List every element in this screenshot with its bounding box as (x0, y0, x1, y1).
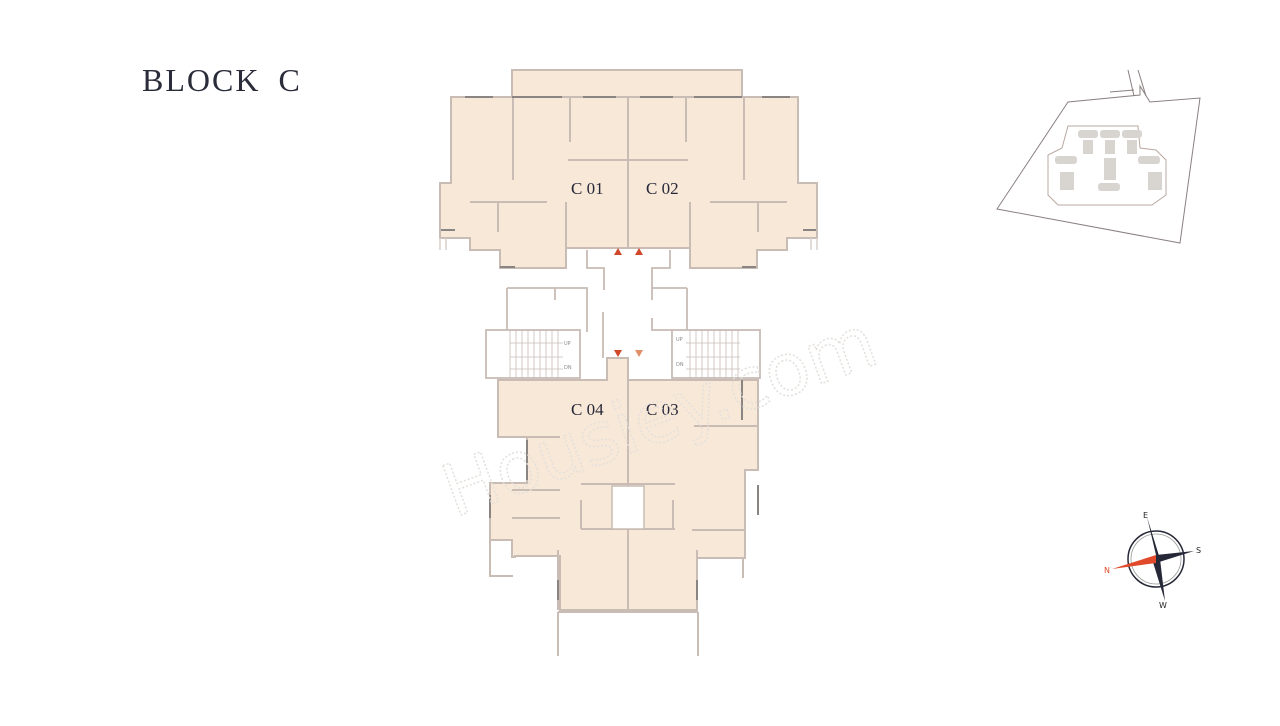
block-title: BLOCK C (142, 62, 302, 99)
core (485, 250, 761, 379)
top-windows (441, 96, 816, 268)
unit-label-c04: C 04 (571, 400, 604, 419)
stair-treads (509, 330, 740, 378)
entry-marker-c03 (635, 350, 643, 357)
compass-north-label: N (1104, 566, 1110, 575)
compass-north-arrow (1112, 555, 1156, 569)
stair-left (485, 329, 581, 379)
top-wing-rails (439, 238, 818, 250)
key-plan-blocks (1055, 130, 1162, 191)
entry-marker-c02 (635, 248, 643, 255)
top-balcony (511, 69, 743, 98)
lift-shaft (611, 485, 645, 530)
bottom-wing (489, 357, 759, 611)
top-wing (439, 69, 818, 269)
compass-east-label: E (1143, 511, 1148, 520)
stair-left-down-label: DN (564, 365, 572, 371)
compass-west-label: W (1159, 601, 1167, 610)
block-title-letter: C (278, 62, 302, 98)
compass-west-arrow (1152, 559, 1165, 601)
bottom-windows (489, 380, 759, 600)
compass-south-label: S (1196, 546, 1201, 555)
unit-label-c01: C 01 (571, 179, 604, 198)
stair-right (671, 329, 761, 379)
key-plan (996, 69, 1201, 244)
stair-right-down-label: DN (676, 362, 684, 368)
unit-c03-area[interactable] (627, 358, 759, 611)
entry-marker-c01 (614, 248, 622, 255)
stair-left-up-label: UP (564, 341, 571, 347)
bottom-rails (489, 540, 744, 656)
unit-label-c03: C 03 (646, 400, 679, 419)
block-title-word: BLOCK (142, 62, 261, 98)
entry-marker-c04 (614, 350, 622, 357)
entry-markers (614, 248, 643, 357)
compass-east-arrow (1147, 517, 1160, 559)
stair-right-up-label: UP (676, 337, 683, 343)
compass-south-arrow (1156, 551, 1194, 563)
compass (1112, 517, 1194, 601)
unit-label-c02: C 02 (646, 179, 679, 198)
top-wing-walls (470, 97, 787, 248)
